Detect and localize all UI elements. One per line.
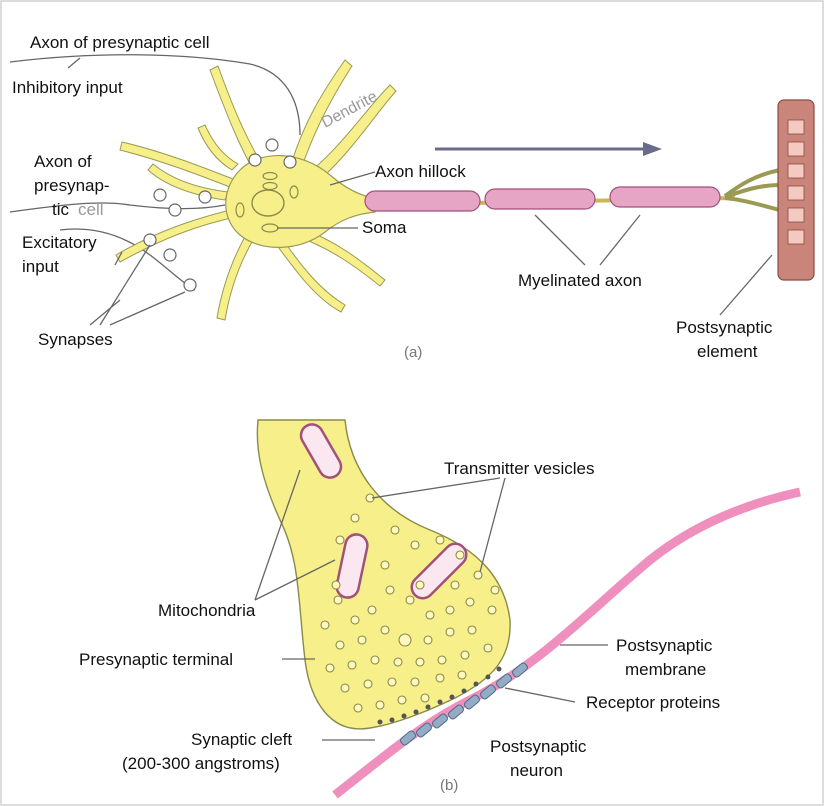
label-transmitter-vesicles: Transmitter vesicles — [444, 459, 595, 478]
transmitter-vesicle — [376, 701, 384, 709]
label-axon-presynaptic-top: Axon of presynaptic cell — [30, 33, 210, 52]
transmitter-vesicle — [474, 571, 482, 579]
label-synapses: Synapses — [38, 330, 113, 349]
transmitter-vesicle — [466, 598, 474, 606]
transmitter-vesicle — [358, 636, 366, 644]
label-synaptic-cleft-2: (200-300 angstroms) — [122, 754, 280, 773]
transmitter-vesicle — [426, 611, 434, 619]
transmitter-vesicle — [456, 551, 464, 559]
transmitter-vesicle — [391, 526, 399, 534]
transmitter-vesicle — [491, 586, 499, 594]
transmitter-vesicle — [348, 661, 356, 669]
panel-a: Axon of presynaptic cell Inhibitory inpu… — [10, 33, 814, 361]
label-axon-presynaptic-left-3a: tic — [52, 200, 70, 219]
transmitter-vesicle — [484, 644, 492, 652]
label-postsynaptic-membrane-2: membrane — [625, 660, 706, 679]
label-postsynaptic-element-1: Postsynaptic — [676, 318, 773, 337]
transmitter-vesicle — [326, 664, 334, 672]
label-postsynaptic-element-2: element — [697, 342, 758, 361]
transmitter-vesicle — [388, 678, 396, 686]
panel-b-label: (b) — [440, 777, 458, 794]
label-inhibitory-input: Inhibitory input — [12, 78, 123, 97]
transmitter-vesicle — [461, 651, 469, 659]
label-axon-hillock: Axon hillock — [375, 162, 466, 181]
transmitter-vesicle — [406, 596, 414, 604]
transmitter-vesicle — [364, 680, 372, 688]
transmitter-vesicle — [381, 626, 389, 634]
transmitter-vesicle — [488, 606, 496, 614]
transmitter-vesicle — [416, 658, 424, 666]
label-axon-presynaptic-left-1: Axon of — [34, 152, 92, 171]
transmitter-vesicle — [458, 671, 466, 679]
axon-terminal — [725, 170, 780, 210]
transmitter-vesicle — [436, 536, 444, 544]
transmitter-vesicle — [411, 541, 419, 549]
panel-a-label: (a) — [404, 344, 422, 361]
label-excitatory-input-2: input — [22, 257, 59, 276]
transmitter-vesicle — [446, 606, 454, 614]
label-axon-presynaptic-left-3b: cell — [78, 200, 104, 219]
transmitter-vesicle — [332, 581, 340, 589]
label-soma: Soma — [362, 218, 407, 237]
transmitter-vesicle — [394, 658, 402, 666]
transmitter-vesicle — [351, 616, 359, 624]
transmitter-vesicle — [424, 636, 432, 644]
panel-b: Transmitter vesicles Mitochondria Presyn… — [79, 420, 800, 795]
transmitter-vesicle — [321, 621, 329, 629]
transmitter-vesicle — [371, 656, 379, 664]
transmitter-vesicle — [411, 678, 419, 686]
transmitter-vesicle — [351, 514, 359, 522]
label-axon-presynaptic-left-2: presynap- — [34, 176, 110, 195]
soma-body — [226, 156, 375, 248]
presynaptic-axon-left — [10, 203, 225, 212]
label-excitatory-input-1: Excitatory — [22, 233, 97, 252]
transmitter-vesicle — [468, 626, 476, 634]
transmitter-vesicle — [436, 674, 444, 682]
transmitter-vesicle — [421, 694, 429, 702]
label-myelinated-axon: Myelinated axon — [518, 271, 642, 290]
myelin-sheaths — [365, 187, 720, 211]
transmitter-vesicle — [398, 696, 406, 704]
label-mitochondria: Mitochondria — [158, 601, 256, 620]
transmitter-vesicle — [399, 634, 411, 646]
transmitter-vesicle — [386, 586, 394, 594]
postsynaptic-element — [778, 100, 814, 280]
label-postsynaptic-neuron-2: neuron — [510, 761, 563, 780]
label-postsynaptic-membrane-1: Postsynaptic — [616, 636, 713, 655]
transmitter-vesicle — [446, 628, 454, 636]
label-postsynaptic-neuron-1: Postsynaptic — [490, 737, 587, 756]
label-receptor-proteins: Receptor proteins — [586, 693, 720, 712]
arrowhead — [643, 142, 662, 156]
nucleus — [252, 190, 284, 216]
label-synaptic-cleft-1: Synaptic cleft — [191, 730, 292, 749]
transmitter-vesicle — [341, 684, 349, 692]
transmitter-vesicle — [416, 581, 424, 589]
transmitter-vesicle — [438, 656, 446, 664]
transmitter-vesicle — [336, 641, 344, 649]
label-presynaptic-terminal: Presynaptic terminal — [79, 650, 233, 669]
transmitter-vesicle — [368, 606, 376, 614]
transmitter-vesicle — [336, 536, 344, 544]
transmitter-vesicle — [381, 561, 389, 569]
transmitter-vesicle — [334, 596, 342, 604]
transmitter-vesicle — [354, 704, 362, 712]
transmitter-vesicle — [451, 581, 459, 589]
